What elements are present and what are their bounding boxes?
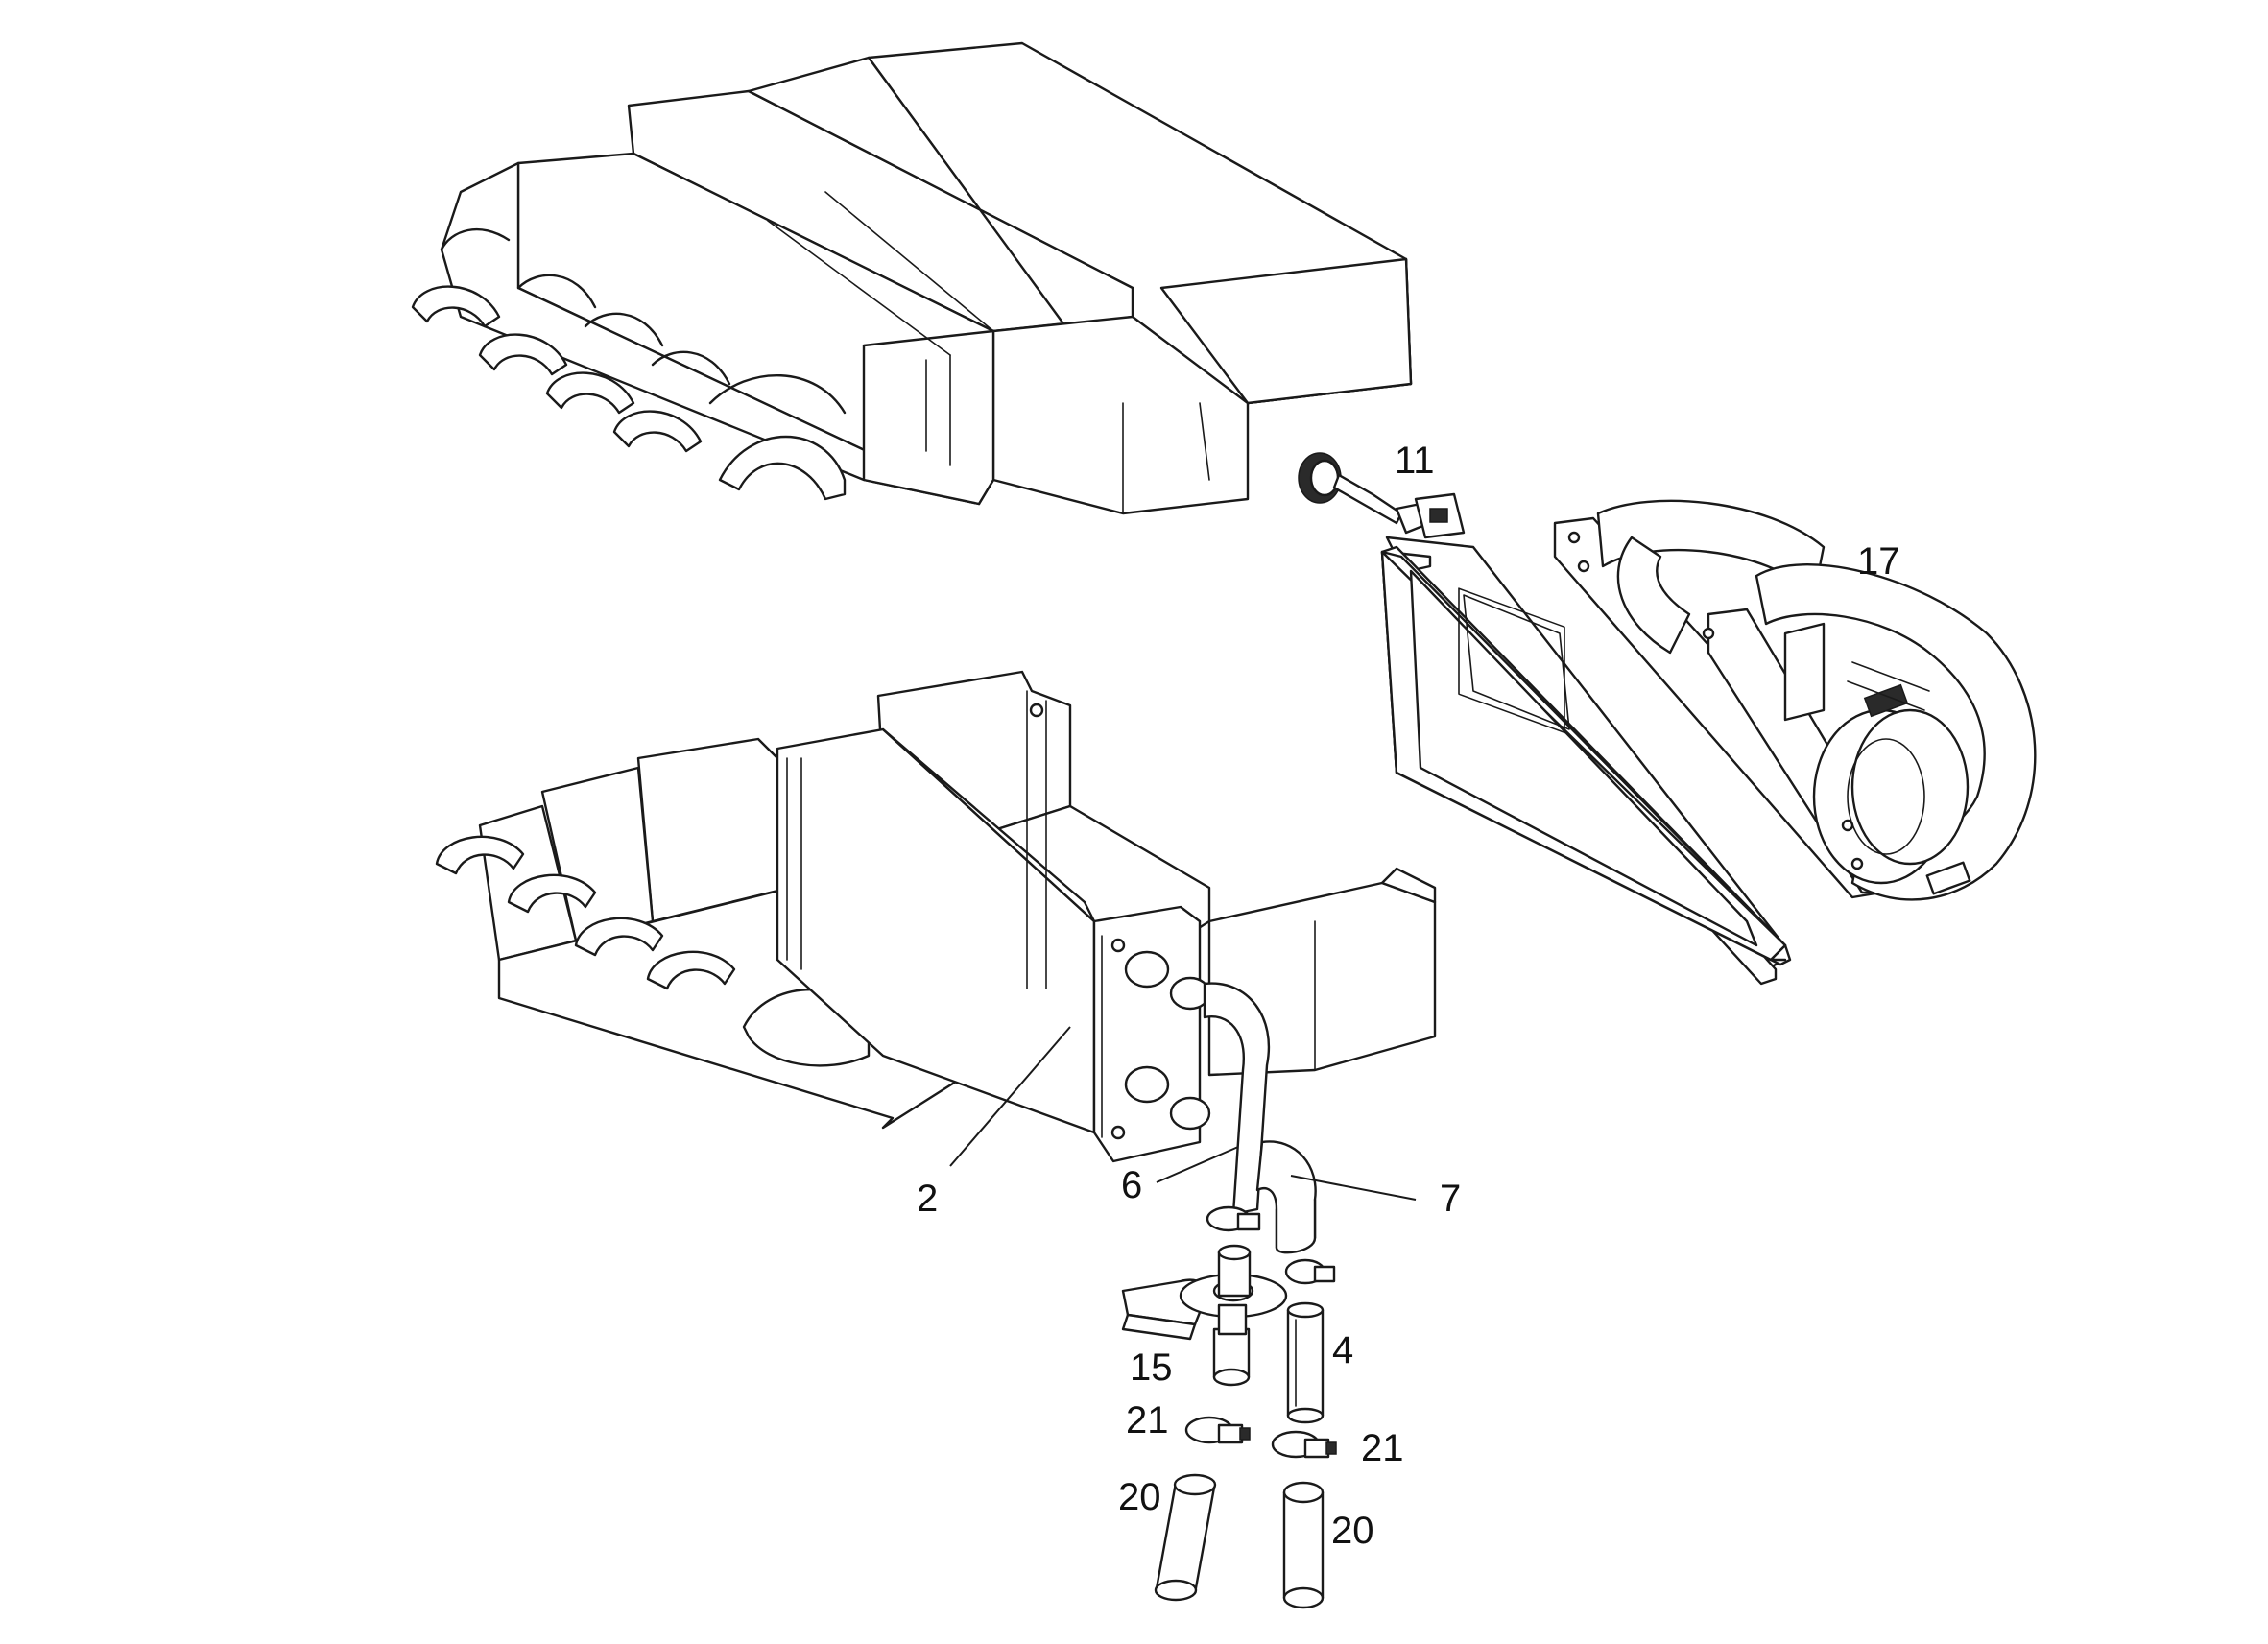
hose-7 (1255, 1140, 1317, 1254)
upper-housing-cover (411, 41, 1413, 515)
callout-15: 15 (1130, 1346, 1173, 1389)
callout-labels: 2 4 6 7 11 15 17 20 20 21 21 (917, 440, 1900, 1552)
callout-21a: 21 (1126, 1399, 1169, 1441)
callout-20b: 20 (1331, 1510, 1374, 1552)
lower-housing (435, 670, 1437, 1163)
hose-20-right (1282, 1481, 1325, 1609)
tube-4 (1286, 1301, 1325, 1424)
callout-4: 4 (1332, 1329, 1353, 1371)
clamp-21-left (1184, 1416, 1251, 1444)
callout-7: 7 (1440, 1178, 1461, 1220)
hose-clamp-upper (1206, 1205, 1261, 1232)
heater-core (776, 727, 1211, 1163)
blower-assembly (1380, 499, 2037, 986)
callout-6: 6 (1121, 1164, 1142, 1206)
hose-6 (1203, 982, 1271, 1216)
callout-21b: 21 (1361, 1427, 1404, 1469)
hose-20-left (1154, 1473, 1217, 1602)
hose-clamp-right (1284, 1258, 1336, 1285)
callout-20a: 20 (1118, 1476, 1161, 1518)
clamp-21-right (1271, 1430, 1337, 1459)
leader-lines (949, 1026, 1417, 1201)
water-valve-15 (1121, 1244, 1288, 1387)
callout-2: 2 (917, 1178, 938, 1220)
upper-cover-duct-outlets (411, 227, 847, 501)
callout-17: 17 (1857, 540, 1900, 583)
switch-knob-11 (1298, 452, 1466, 539)
callout-11: 11 (1395, 440, 1435, 482)
